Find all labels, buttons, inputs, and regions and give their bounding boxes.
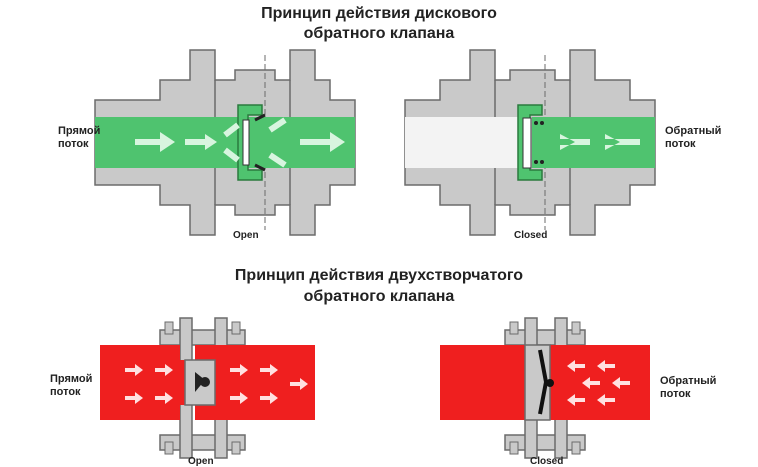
- forward-flow-label-line1: Прямой: [50, 373, 92, 386]
- disk-open-label: Open: [233, 230, 259, 241]
- dual-section-title-line1: Принцип действия двухстворчатого: [0, 266, 758, 286]
- reverse-flow-label-line1: Обратный: [660, 375, 716, 388]
- dual-forward-flow-label: Прямой поток: [50, 373, 92, 399]
- dual-plate-valve-open: [100, 318, 315, 458]
- disk-forward-flow-label: Прямой поток: [58, 125, 100, 151]
- disk-closed-label: Closed: [514, 230, 547, 241]
- reverse-flow-label-line2: поток: [665, 138, 721, 151]
- forward-flow-label-line2: поток: [50, 386, 92, 399]
- dual-section-title-line2: обратного клапана: [0, 287, 758, 307]
- disk-section-title-line1: Принцип действия дискового: [0, 4, 758, 24]
- dual-plate-valve-closed: [440, 318, 650, 458]
- forward-flow-label-line1: Прямой: [58, 125, 100, 138]
- disk-valve-open: [95, 50, 355, 235]
- disk-valve-closed: [405, 50, 655, 235]
- disk-reverse-flow-label: Обратный поток: [665, 125, 721, 151]
- forward-flow-label-line2: поток: [58, 138, 100, 151]
- dual-reverse-flow-label: Обратный поток: [660, 375, 716, 401]
- disk-section-title-line2: обратного клапана: [0, 24, 758, 44]
- dual-open-label: Open: [188, 456, 214, 467]
- dual-closed-label: Closed: [530, 456, 563, 467]
- reverse-flow-label-line2: поток: [660, 388, 716, 401]
- reverse-flow-label-line1: Обратный: [665, 125, 721, 138]
